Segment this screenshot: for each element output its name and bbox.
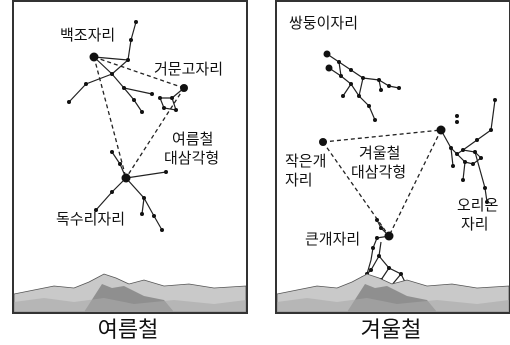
gemini-stars [323,50,401,122]
summer-star-chart [14,20,246,312]
canis-major-label: 큰개자리 [305,230,361,248]
canis-minor-stars [319,138,327,146]
summer-sky-panel: 백조자리 거문고자리 여름철 대삼각형 독수리자리 [12,0,248,314]
orion-stars [436,98,497,204]
orion-label-line1: 오리온 [457,196,499,214]
winter-triangle-label-line1: 겨울철 [359,144,401,162]
aquila-stars [94,150,168,232]
orion-constellation [440,99,496,203]
canis-minor-label-line1: 작은개 [285,152,327,170]
lyra-stars [158,84,188,112]
cygnus-label: 백조자리 [60,26,116,44]
summer-mountains [14,273,246,312]
gemini-label: 쌍둥이자리 [289,14,359,32]
cygnus-stars [67,20,154,114]
summer-triangle-label-line1: 여름철 [172,130,214,148]
summer-triangle [93,56,185,179]
winter-mountains [277,273,509,312]
winter-sky-panel: 쌍둥이자리 작은개 자리 겨울철 대삼각형 오리온 자리 큰개자리 [275,0,510,314]
orion-label-line2: 자리 [461,215,489,233]
aquila-label: 독수리자리 [56,210,126,228]
winter-triangle-label-line2: 대삼각형 [351,163,407,181]
lyra-constellation [159,87,185,111]
winter-star-chart [277,50,509,312]
lyra-label: 거문고자리 [154,60,224,78]
summer-caption: 여름철 [97,318,159,343]
summer-triangle-label-line2: 대삼각형 [164,149,220,167]
winter-caption: 겨울철 [360,318,422,343]
canis-minor-label-line2: 자리 [285,171,313,189]
winter-triangle [322,129,442,237]
